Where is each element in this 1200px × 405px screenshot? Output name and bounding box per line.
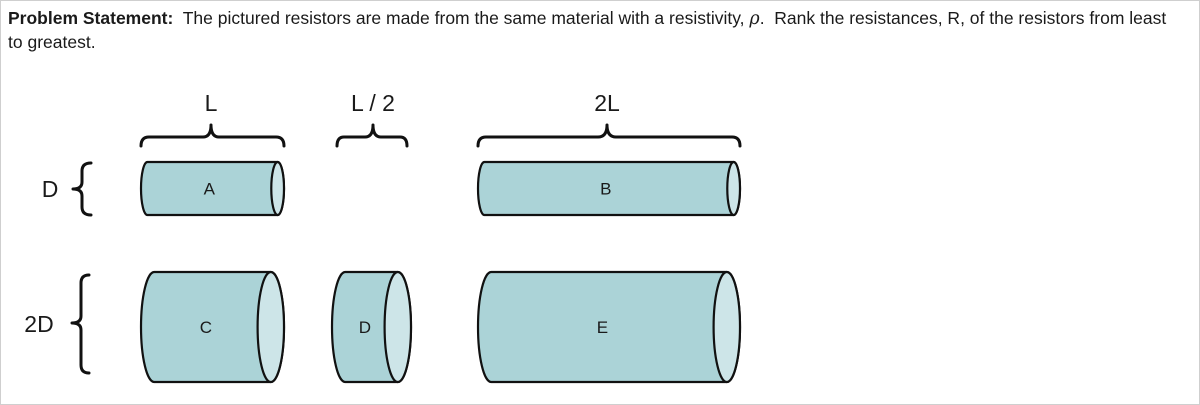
brace-D	[71, 161, 93, 217]
resistor-d-label: D	[359, 318, 371, 337]
brace-2D	[70, 273, 91, 375]
resistor-c-label: C	[200, 318, 212, 337]
resistor-a: A	[139, 160, 286, 217]
brace-half-L	[335, 123, 409, 148]
resistor-e-body	[476, 270, 742, 384]
resistor-a-end-cap	[270, 160, 286, 217]
length-label-L: L	[205, 90, 218, 116]
resistor-b-label: B	[600, 180, 611, 199]
resistor-c-end-cap	[256, 270, 286, 384]
resistor-e-label: E	[597, 318, 608, 337]
length-label-2L: 2L	[594, 90, 620, 116]
brace-2L	[476, 123, 742, 148]
diameter-label-2D: 2D	[24, 311, 53, 337]
problem-statement-lead: Problem Statement:	[8, 8, 174, 28]
resistor-a-label: A	[204, 180, 216, 199]
resistor-d-end-cap	[383, 270, 413, 384]
brace-L	[139, 123, 286, 148]
problem-text-1: The pictured resistors are made from the…	[173, 8, 750, 28]
resistor-c: C	[139, 270, 286, 384]
rho-symbol: ρ	[749, 9, 760, 29]
problem-statement: Problem Statement: The pictured resistor…	[8, 7, 1178, 54]
resistor-e-end-cap	[712, 270, 742, 384]
resistor-e: E	[476, 270, 742, 384]
resistor-b: B	[476, 160, 742, 217]
problem-text-2: . Rank the resistances, R, of the resist…	[8, 8, 1172, 52]
length-label-half-L: L / 2	[351, 90, 395, 116]
resistor-d: D	[330, 270, 413, 384]
diameter-label-D: D	[42, 176, 59, 202]
resistor-b-end-cap	[726, 160, 742, 217]
